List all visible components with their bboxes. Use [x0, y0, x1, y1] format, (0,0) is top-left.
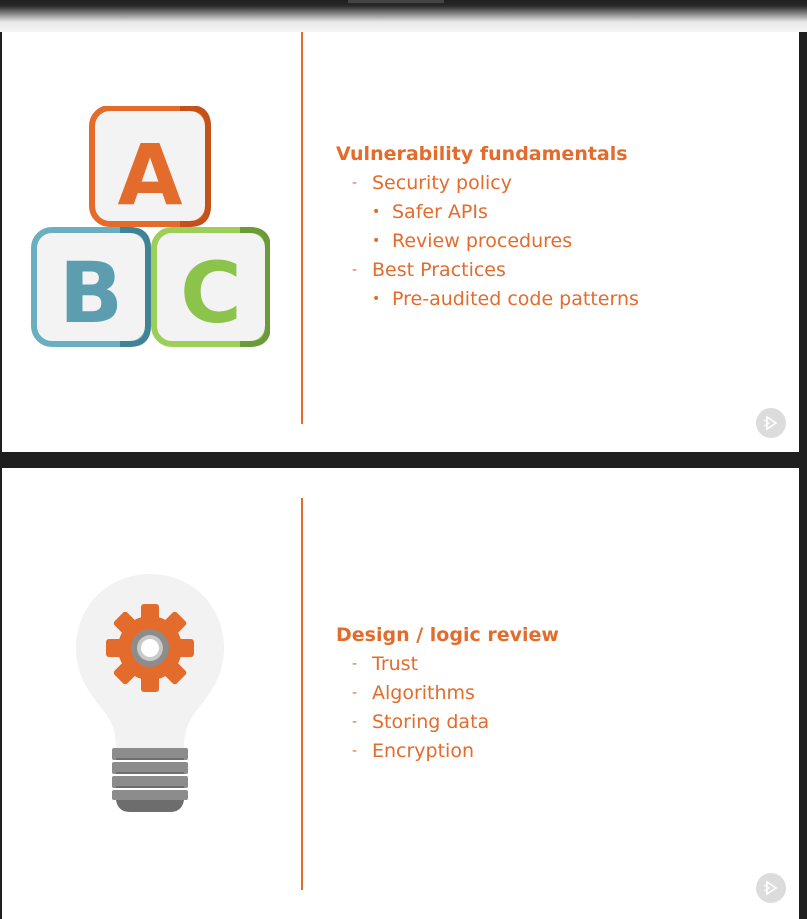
- block-a-letter: A: [117, 126, 182, 224]
- list-item-label: Best Practices: [372, 259, 506, 281]
- list-item: - Encryption: [336, 737, 559, 766]
- list-item: - Algorithms: [336, 679, 559, 708]
- list-item: - Trust: [336, 650, 559, 679]
- next-slide-button[interactable]: [756, 873, 786, 903]
- sub-list-item-label: Review procedures: [392, 230, 573, 252]
- bullet-list: - Security policy • Safer APIs • Review …: [336, 169, 639, 314]
- slide-content: Vulnerability fundamentals - Security po…: [336, 140, 639, 314]
- block-c: C: [151, 227, 271, 347]
- dash-marker: -: [352, 743, 358, 759]
- dash-marker: -: [352, 714, 358, 730]
- slide-content: Design / logic review - Trust - Algorith…: [336, 621, 559, 766]
- abc-blocks-icon: A B C: [30, 105, 271, 350]
- list-item-label: Encryption: [372, 740, 475, 762]
- list-item-label: Algorithms: [372, 682, 475, 704]
- bullet-marker: •: [372, 291, 381, 307]
- play-icon: [763, 880, 778, 896]
- list-item-label: Trust: [372, 653, 419, 675]
- bullet-marker: •: [372, 204, 381, 220]
- sub-list-item: • Review procedures: [372, 227, 639, 256]
- list-item: - Storing data: [336, 708, 559, 737]
- slide-divider: [301, 32, 303, 424]
- sub-bullet-list: • Safer APIs • Review procedures: [372, 198, 639, 256]
- sub-list-item: • Pre-audited code patterns: [372, 285, 639, 314]
- sub-list-item-label: Safer APIs: [392, 201, 488, 223]
- play-icon: [763, 415, 778, 431]
- bullet-marker: •: [372, 233, 381, 249]
- slide-heading: Vulnerability fundamentals: [336, 143, 628, 165]
- slide-divider: [301, 498, 303, 890]
- slide-vulnerability-fundamentals: A B C Vulnerability fundamentals - Secur…: [2, 32, 803, 452]
- dash-marker: -: [352, 175, 358, 191]
- slide-right-rail: [799, 468, 803, 919]
- dash-marker: -: [352, 685, 358, 701]
- sub-list-item-label: Pre-audited code patterns: [392, 288, 639, 310]
- dash-marker: -: [352, 262, 358, 278]
- gear-icon: [106, 604, 194, 692]
- block-b: B: [31, 227, 151, 347]
- lightbulb-gear-icon: [70, 572, 230, 816]
- block-c-letter: C: [180, 244, 242, 342]
- bulb-base: [112, 748, 188, 812]
- slide-right-rail: [799, 32, 803, 452]
- sub-bullet-list: • Pre-audited code patterns: [372, 285, 639, 314]
- list-item: - Security policy • Safer APIs • Review …: [336, 169, 639, 256]
- top-notch: [348, 0, 444, 3]
- dash-marker: -: [352, 656, 358, 672]
- slide-heading: Design / logic review: [336, 624, 559, 646]
- block-b-letter: B: [59, 244, 123, 342]
- top-chrome-strip: [0, 0, 807, 32]
- next-slide-button[interactable]: [756, 408, 786, 438]
- list-item-label: Security policy: [372, 172, 512, 194]
- list-item-label: Storing data: [372, 711, 490, 733]
- slide-design-logic-review: Design / logic review - Trust - Algorith…: [2, 468, 803, 919]
- bullet-list: - Trust - Algorithms - Storing data - En…: [336, 650, 559, 766]
- block-a: A: [89, 105, 211, 227]
- list-item: - Best Practices • Pre-audited code patt…: [336, 256, 639, 314]
- sub-list-item: • Safer APIs: [372, 198, 639, 227]
